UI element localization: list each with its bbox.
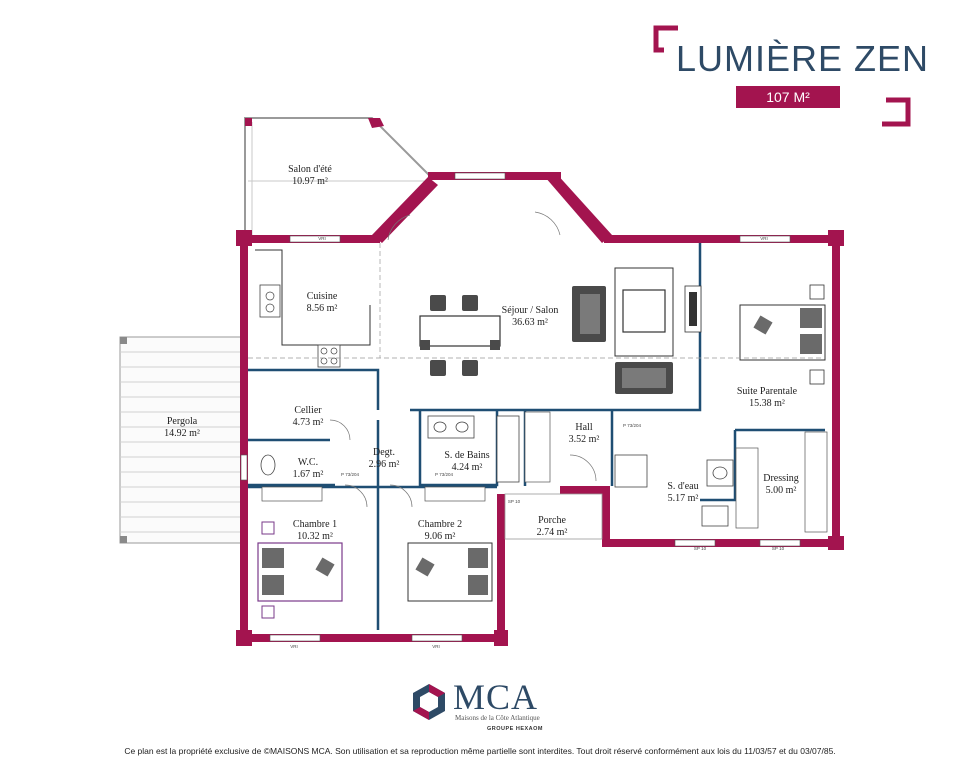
logo-subtitle: Maisons de la Côte Atlantique [455, 714, 540, 722]
chambre1-bed [257, 521, 343, 619]
title-corner-brackets [653, 25, 911, 127]
pergola-area: 14.92 m² [164, 428, 200, 439]
bains-name: S. de Bains [444, 450, 489, 461]
suite-bed [739, 284, 826, 385]
mca-cube-icon [413, 684, 445, 720]
sejour-area: 36.63 m² [512, 317, 548, 328]
bathroom-fixtures [260, 415, 734, 527]
door-tags: P 73/204 P 73/204 P 73/204 SP 10 SP 10 S… [290, 236, 784, 649]
porche-outline [504, 493, 603, 540]
mca-logo: MCA Maisons de la Côte Atlantique GROUPE… [405, 676, 565, 738]
sejour-name: Séjour / Salon [502, 305, 559, 316]
degt-name: Degt. [373, 447, 395, 458]
wc-name: W.C. [298, 457, 318, 468]
window-tag-ch2: VRI [432, 644, 440, 649]
logo-name: MCA [453, 677, 539, 717]
wardrobes [261, 411, 828, 533]
door-swings [329, 211, 597, 508]
pergola-name: Pergola [167, 416, 198, 427]
salon-ete-terrace [244, 117, 433, 235]
room-labels: Salon d'été 10.97 m² Cuisine 8.56 m² Séj… [164, 164, 799, 542]
cuisine-area: 8.56 m² [307, 303, 338, 314]
window-tag-suite: VRI [760, 236, 768, 241]
window-tag-cuisine: VRI [318, 236, 326, 241]
dressing-name: Dressing [763, 473, 799, 484]
seau-name: S. d'eau [667, 481, 698, 492]
plan-title: LUMIÈRE ZEN [676, 38, 930, 79]
door-tag-bains: P 73/204 [435, 472, 453, 477]
windows [240, 172, 801, 642]
hall-name: Hall [575, 422, 592, 433]
porche-name: Porche [538, 515, 566, 526]
chambre2-bed [407, 542, 493, 602]
area-badge: 107 M² [736, 86, 840, 108]
pergola-terrace [119, 336, 245, 544]
kitchen-counter [255, 249, 371, 368]
suite-name: Suite Parentale [737, 386, 798, 397]
door-tag-hall: P 73/204 [623, 423, 641, 428]
dressing-area: 5.00 m² [766, 485, 797, 496]
window-tag-ch1: VRI [290, 644, 298, 649]
door-tag-wc: P 73/204 [341, 472, 359, 477]
chambre2-area: 9.06 m² [425, 531, 456, 542]
hall-area: 3.52 m² [569, 434, 600, 445]
seau-area: 5.17 m² [668, 493, 699, 504]
ceiling-lines [248, 243, 825, 359]
wc-area: 1.67 m² [293, 469, 324, 480]
copyright-notice: Ce plan est la propriété exclusive de ©M… [124, 746, 836, 756]
door-tag-dressing: SP 10 [772, 546, 785, 551]
cellier-area: 4.73 m² [293, 417, 324, 428]
chambre1-name: Chambre 1 [293, 519, 337, 530]
suite-area: 15.38 m² [749, 398, 785, 409]
porche-area: 2.74 m² [537, 527, 568, 538]
living-furniture [572, 267, 702, 394]
door-tag-porche: SP 10 [508, 499, 521, 504]
chambre2-name: Chambre 2 [418, 519, 462, 530]
salon-ete-name: Salon d'été [288, 164, 332, 175]
logo-group: GROUPE HEXAOM [487, 726, 544, 732]
degt-area: 2.96 m² [369, 459, 400, 470]
title-block: LUMIÈRE ZEN 107 M² [650, 24, 928, 129]
salon-ete-area: 10.97 m² [292, 176, 328, 187]
bains-area: 4.24 m² [452, 462, 483, 473]
dining-table [419, 295, 501, 376]
cellier-name: Cellier [294, 405, 322, 416]
door-tag-seau: SP 10 [694, 546, 707, 551]
cuisine-name: Cuisine [307, 291, 338, 302]
exterior-walls [236, 172, 844, 646]
chambre1-area: 10.32 m² [297, 531, 333, 542]
